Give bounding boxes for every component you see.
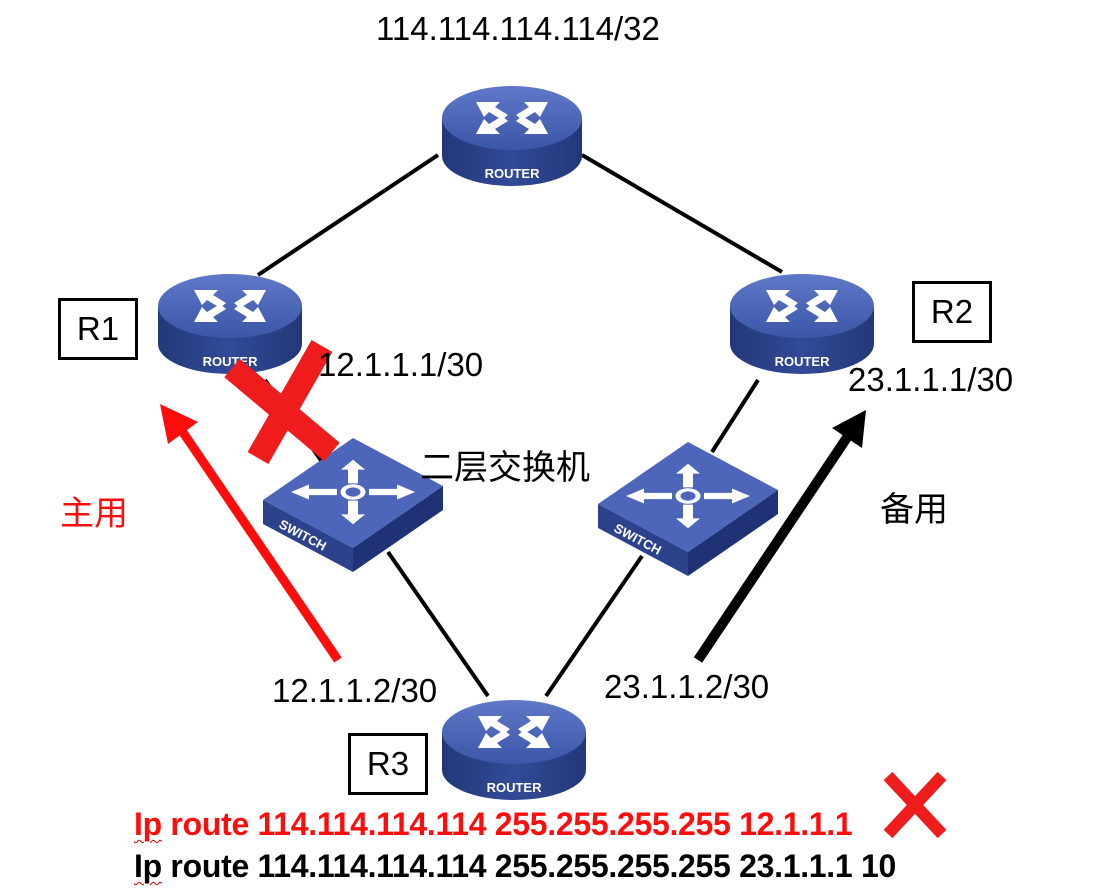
primary-path-arrow-icon xyxy=(160,404,342,663)
r3-left-ip: 12.1.1.2/30 xyxy=(272,672,438,709)
r2-name-box: R2 xyxy=(912,281,992,343)
link-fail-x-icon xyxy=(224,340,340,464)
command-args: route 114.114.114.114 255.255.255.255 12… xyxy=(161,806,853,842)
link-switch-right-r3 xyxy=(544,554,644,698)
router-label: ROUTER xyxy=(485,166,541,181)
r2-name: R2 xyxy=(930,293,974,330)
command-args: route 114.114.114.114 255.255.255.255 23… xyxy=(161,848,896,884)
router-label: ROUTER xyxy=(203,354,259,369)
primary-path-label: 主用 xyxy=(60,494,128,534)
backup-route-command: Ip route 114.114.114.114 255.255.255.255… xyxy=(134,848,896,885)
link-r2-switch-right xyxy=(710,378,760,454)
switch-icon[interactable]: SWITCH xyxy=(263,438,443,572)
primary-route-command: Ip route 114.114.114.114 255.255.255.255… xyxy=(134,806,853,843)
backup-path-arrow-icon xyxy=(693,410,866,663)
r1-name: R1 xyxy=(76,310,120,347)
links xyxy=(256,153,784,698)
r3-right-ip: 23.1.1.2/30 xyxy=(604,668,770,705)
switch-caption: 二层交换机 xyxy=(420,448,590,488)
backup-path-label: 备用 xyxy=(880,490,948,530)
r1-name-box: R1 xyxy=(58,298,138,360)
router-label: ROUTER xyxy=(487,780,543,795)
router-icon[interactable]: ROUTER xyxy=(442,86,582,186)
router-icon[interactable]: ROUTER xyxy=(730,274,874,374)
router-icon[interactable]: ROUTER xyxy=(158,274,302,374)
top-network-ip: 114.114.114.114/32 xyxy=(376,10,660,47)
r2-interface-ip: 23.1.1.1/30 xyxy=(848,361,1014,398)
router-label: ROUTER xyxy=(775,354,831,369)
command-keyword: Ip xyxy=(134,806,162,842)
r3-name-box: R3 xyxy=(348,733,428,795)
link-top-r1 xyxy=(256,153,440,277)
link-top-r2 xyxy=(580,153,784,274)
r3-name: R3 xyxy=(366,745,410,782)
command-keyword: Ip xyxy=(134,848,162,884)
link-switch-left-r3 xyxy=(386,550,490,698)
switch-icon[interactable]: SWITCH xyxy=(598,442,778,576)
router-icon[interactable]: ROUTER xyxy=(442,700,586,800)
command-cancel-x-icon xyxy=(883,771,947,839)
r1-interface-ip: 12.1.1.1/30 xyxy=(318,346,484,383)
